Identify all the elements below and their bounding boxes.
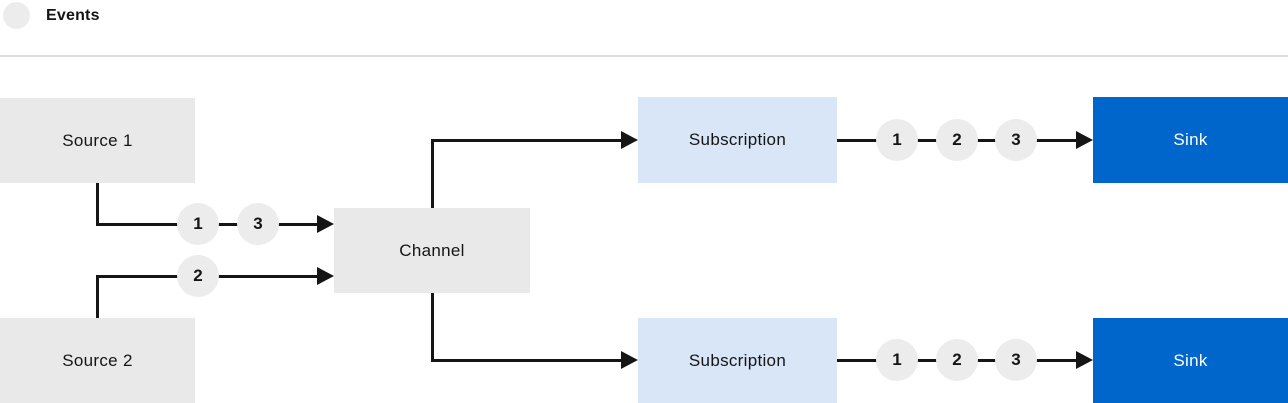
connector-channel-to-subscription1 (431, 139, 622, 142)
arrowhead-channel-to-subscription2-icon (621, 351, 638, 369)
connector-channel-up (431, 139, 434, 208)
event-circle-sub1-1: 1 (876, 119, 918, 161)
legend: Events (3, 2, 100, 29)
arrowhead-subscription2-to-sink2-icon (1076, 351, 1093, 369)
legend-divider (0, 55, 1288, 57)
arrowhead-source1-to-channel-icon (317, 215, 334, 233)
node-source-1: Source 1 (0, 98, 195, 183)
connector-source1-down (96, 183, 99, 226)
node-subscription-2: Subscription (638, 318, 837, 403)
node-sink-2: Sink (1093, 318, 1288, 403)
legend-label: Events (46, 6, 100, 24)
event-circle-sub1-3: 3 (995, 119, 1037, 161)
connector-source2-up (96, 276, 99, 318)
event-circle-icon (3, 2, 30, 29)
arrowhead-subscription1-to-sink1-icon (1076, 131, 1093, 149)
node-subscription-1: Subscription (638, 97, 837, 183)
arrowhead-channel-to-subscription1-icon (621, 131, 638, 149)
event-circle-source1-3: 3 (237, 203, 279, 245)
node-source-2: Source 2 (0, 318, 195, 403)
event-circle-source2-2: 2 (177, 255, 219, 297)
event-circle-sub2-3: 3 (995, 339, 1037, 381)
event-circle-sub2-2: 2 (936, 339, 978, 381)
node-sink-1: Sink (1093, 97, 1288, 183)
event-circle-sub2-1: 1 (876, 339, 918, 381)
event-circle-sub1-2: 2 (936, 119, 978, 161)
event-circle-source1-1: 1 (177, 203, 219, 245)
arrowhead-source2-to-channel-icon (317, 267, 334, 285)
connector-channel-down (431, 293, 434, 362)
node-channel: Channel (334, 208, 530, 293)
connector-channel-to-subscription2 (431, 359, 622, 362)
